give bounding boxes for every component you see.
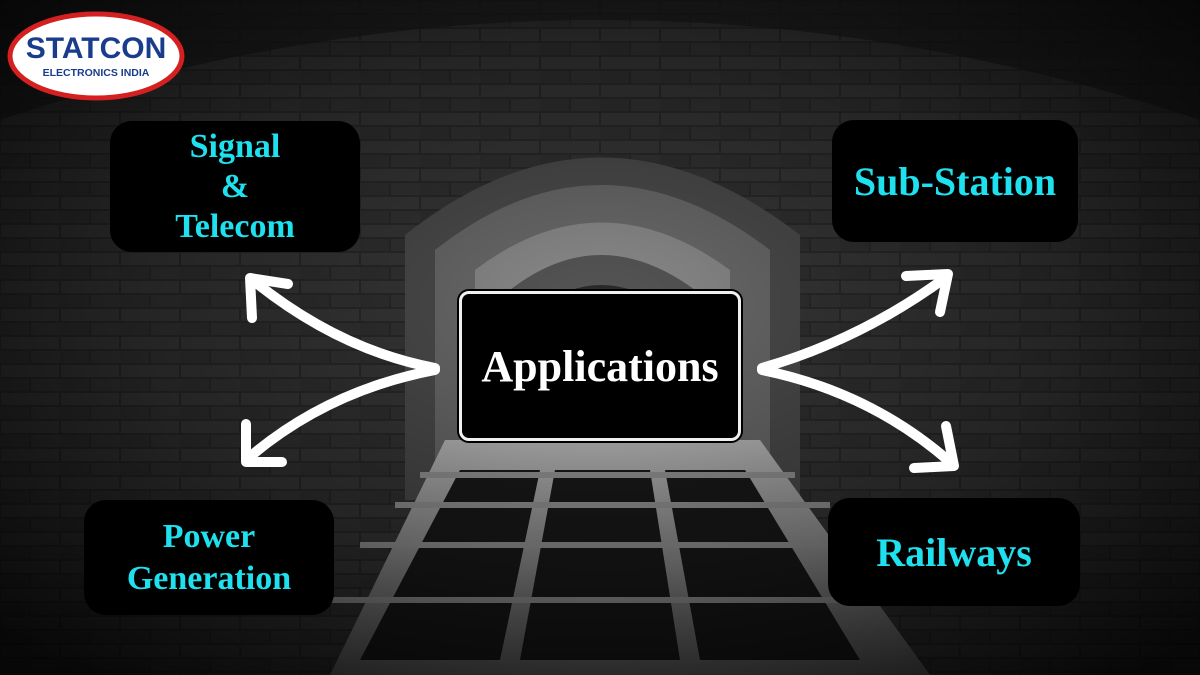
logo-subtitle: ELECTRONICS INDIA [43,67,150,79]
statcon-logo: STATCON ELECTRONICS INDIA [7,11,185,101]
sub-station-box: Sub-Station [832,120,1078,242]
signal-telecom-line-1: Signal [189,127,281,165]
signal-telecom-box: Signal & Telecom [110,121,360,252]
power-generation-line-2: Generation [126,559,292,597]
applications-label: Applications [481,341,719,391]
railways-label: Railways [876,529,1032,575]
railways-box: Railways [828,498,1080,606]
power-generation-box: Power Generation [84,500,334,615]
logo-name: STATCON [26,32,167,65]
applications-box: Applications [459,291,741,441]
logo-ring [7,11,185,101]
sub-station-label: Sub-Station [853,158,1057,204]
signal-telecom-line-2: & [220,167,250,205]
power-generation-line-1: Power [162,517,256,555]
signal-telecom-line-3: Telecom [175,207,295,245]
